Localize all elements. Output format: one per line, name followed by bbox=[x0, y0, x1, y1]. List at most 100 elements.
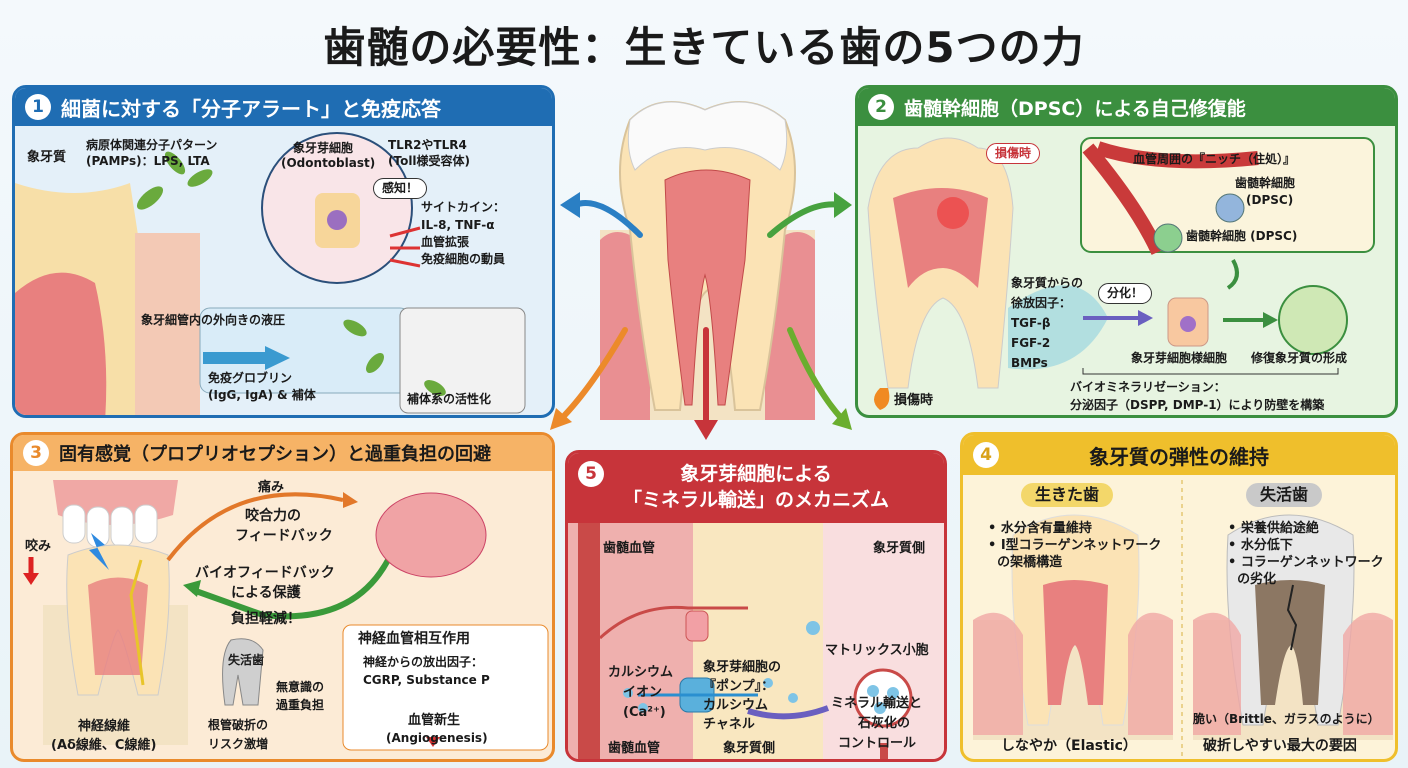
label-ca-2: イオン bbox=[623, 685, 663, 700]
label-matrix-vesicle: マトリックス小胞 bbox=[825, 643, 929, 658]
panel-proprioception: 3 固有感覚（プロプリオセプション）と過重負担の回避 痛み 咬合力の フィードバ… bbox=[10, 432, 555, 762]
label-biomin-1: バイオミネラリゼーション： bbox=[1070, 380, 1226, 394]
label-immune-mobilization: 免疫細胞の動員 bbox=[421, 252, 506, 266]
arrow-to-panel3 bbox=[557, 327, 628, 423]
label-biofeedback-1: バイオフィードバック bbox=[195, 565, 335, 581]
panel-bacterial-alert: 1 細菌に対する「分子アラート」と免疫応答 象牙質 病原体関連分子パターン (P… bbox=[12, 85, 555, 418]
list-item: の劣化 bbox=[1237, 572, 1277, 587]
label-neurovascular: 神経血管相互作用 bbox=[358, 631, 470, 647]
list-item: • I型コラーゲンネットワーク bbox=[988, 538, 1162, 553]
panel1-illustration bbox=[15, 132, 526, 415]
nonvital-tooth-pill: 失活歯 bbox=[1246, 483, 1323, 507]
label-dpsc-3: 歯髄幹細胞 (DPSC) bbox=[1186, 229, 1298, 243]
label-vasodilation: 血管拡張 bbox=[421, 235, 470, 249]
label-pump-2: 『ポンプ』： bbox=[703, 679, 775, 694]
panel-dpsc-repair: 2 歯髄幹細胞（DPSC）による自己修復能 損傷時 血管周囲の『ニッチ（住処）』… bbox=[855, 85, 1398, 418]
label-feedback-2: フィードバック bbox=[235, 528, 333, 544]
label-ig-1: 免疫グロブリン bbox=[208, 371, 293, 385]
label-fracture-2: リスク激増 bbox=[208, 737, 269, 751]
factor-line: 徐放因子： bbox=[1011, 296, 1072, 310]
panel-heading: 象牙質の弾性の維持 bbox=[1089, 444, 1269, 469]
panel-dentin-elasticity: 4 象牙質の弾性の維持 生きた歯 失活歯 • 水分含有量維持 • I型コラーゲン… bbox=[960, 432, 1398, 762]
label-feedback-1: 咬合力の bbox=[245, 508, 301, 524]
label-il8: IL-8, TNF-α bbox=[421, 218, 495, 232]
label-overload-2: 過重負担 bbox=[276, 698, 325, 712]
label-fracture-1: 根管破折の bbox=[208, 718, 269, 732]
label-odontoblast-like: 象牙芽細胞様細胞 bbox=[1131, 351, 1228, 365]
factor-tgf: TGF-β bbox=[1011, 316, 1051, 330]
panel-number: 3 bbox=[23, 440, 49, 466]
label-control-2: 石灰化の bbox=[858, 716, 911, 731]
label-pain: 痛み bbox=[258, 480, 285, 495]
label-nv-1: 神経からの放出因子： bbox=[363, 655, 484, 669]
label-dentin-side: 象牙質側 bbox=[873, 541, 926, 556]
label-nerve-1: 神経線維 bbox=[78, 719, 131, 734]
factor-line: 象牙質からの bbox=[1011, 276, 1084, 290]
list-item: の架橋構造 bbox=[997, 555, 1063, 570]
label-cytokine: サイトカイン： bbox=[421, 200, 506, 214]
list-item: • 水分含有量維持 bbox=[988, 521, 1092, 536]
label-angio-1: 血管新生 bbox=[408, 713, 461, 728]
label-biomin-2: 分泌因子（DSPP, DMP-1）により防壁を構築 bbox=[1070, 398, 1325, 412]
tooth-enamel bbox=[627, 101, 788, 171]
panel-heading: 歯髄幹細胞（DPSC）による自己修復能 bbox=[904, 97, 1246, 120]
label-control-3: コントロール bbox=[838, 736, 917, 751]
label-pump-4: チャネル bbox=[703, 717, 755, 732]
differentiate-bubble: 分化！ bbox=[1098, 283, 1153, 304]
label-odontoblast-1: 象牙芽細胞 bbox=[293, 141, 354, 155]
label-tlr-2: (Toll様受容体) bbox=[388, 154, 471, 168]
panel-mineral-transport: 5 象牙芽細胞による 「ミネラル輸送」のメカニズム 歯髄血管 象牙質側 カルシウ… bbox=[565, 450, 947, 762]
panel-number: 1 bbox=[25, 94, 51, 120]
label-nv-2: CGRP, Substance P bbox=[363, 673, 490, 687]
living-points: • 水分含有量維持 • I型コラーゲンネットワーク の架橋構造 bbox=[988, 520, 1161, 571]
arrow-to-panel4 bbox=[787, 327, 846, 423]
label-pamps-1: 病原体関連分子パターン bbox=[86, 138, 218, 152]
label-dentin: 象牙質 bbox=[27, 150, 67, 165]
panel-number: 5 bbox=[578, 461, 604, 487]
label-complement: 補体系の活性化 bbox=[407, 392, 492, 406]
panel-number: 2 bbox=[868, 94, 894, 120]
label-relief: 負担軽減！ bbox=[231, 611, 301, 627]
label-ca-3: (Ca²⁺) bbox=[623, 705, 666, 720]
label-tlr-1: TLR2やTLR4 bbox=[388, 138, 467, 152]
label-outward-pressure: 象牙細管内の外向きの液圧 bbox=[141, 313, 286, 327]
panel2-illustration bbox=[867, 137, 1375, 410]
released-factors: 象牙質からの 徐放因子： TGF-β FGF-2 BMPs bbox=[1011, 273, 1083, 373]
label-devital: 失活歯 bbox=[228, 653, 265, 667]
label-ig-2: (IgG, IgA) & 補体 bbox=[208, 388, 316, 402]
label-overload-1: 無意識の bbox=[276, 680, 325, 694]
sense-bubble: 感知！ bbox=[373, 178, 428, 199]
label-odontoblast-2: (Odontoblast) bbox=[281, 156, 376, 170]
tooth-pulp bbox=[664, 169, 751, 406]
injury-bubble: 損傷時 bbox=[986, 143, 1041, 164]
panel-heading: 固有感覚（プロプリオセプション）と過重負担の回避 bbox=[59, 444, 491, 465]
label-niche: 血管周囲の『ニッチ（住処）』 bbox=[1133, 152, 1296, 166]
list-item: • 栄養供給途絶 bbox=[1228, 521, 1319, 536]
living-tooth-pill: 生きた歯 bbox=[1021, 483, 1114, 507]
label-control-1: ミネラル輸送と bbox=[831, 696, 923, 711]
label-dpsc-1: 歯髄幹細胞 bbox=[1235, 176, 1296, 190]
label-bite: 咬み bbox=[25, 539, 52, 554]
factor-fgf: FGF-2 bbox=[1011, 336, 1051, 350]
panel3-illustration bbox=[23, 480, 549, 751]
panel-heading-2: 「ミネラル輸送」のメカニズム bbox=[622, 489, 889, 511]
label-elastic: しなやか（Elastic） bbox=[1001, 738, 1137, 754]
page-title: 歯髄の必要性：生きている歯の5つの力 bbox=[323, 23, 1085, 72]
nonvital-points: • 栄養供給途絶 • 水分低下 • コラーゲンネットワーク の劣化 bbox=[1228, 520, 1384, 588]
brain-icon bbox=[375, 492, 487, 578]
list-item: • 水分低下 bbox=[1228, 538, 1293, 553]
label-pump-3: カルシウム bbox=[703, 698, 769, 713]
panel5-illustration bbox=[568, 523, 944, 759]
label-brittle: 脆い（Brittle、ガラスのように） bbox=[1193, 712, 1380, 726]
label-ca-1: カルシウム bbox=[608, 665, 674, 680]
arrow-to-panel2 bbox=[767, 201, 843, 238]
label-repair-dentin: 修復象牙質の形成 bbox=[1251, 351, 1348, 365]
label-pump-1: 象牙芽細胞の bbox=[703, 660, 782, 675]
factor-bmps: BMPs bbox=[1011, 356, 1048, 370]
label-angio-2: (Angiogenesis) bbox=[386, 731, 488, 745]
label-dpsc-2: (DPSC) bbox=[1246, 193, 1294, 207]
label-nerve-2: (Aδ線維、C線維) bbox=[51, 738, 157, 753]
list-item: • コラーゲンネットワーク bbox=[1228, 555, 1384, 570]
panel4-illustration bbox=[973, 480, 1393, 759]
